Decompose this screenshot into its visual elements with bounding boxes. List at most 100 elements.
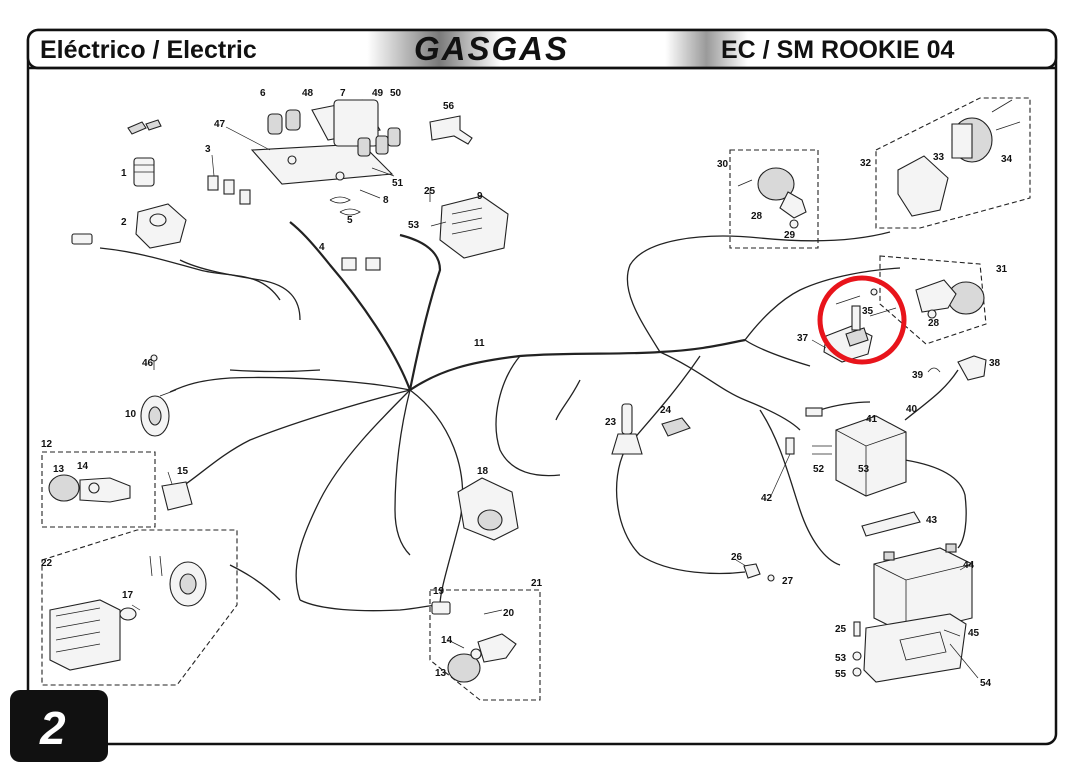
part-46-screw: [150, 354, 158, 370]
part-26-27-ground: [743, 563, 775, 582]
part-53-55-hardware: [852, 621, 862, 677]
part-label-50: 50: [390, 88, 402, 99]
part-13-14-front-indicator: [431, 601, 517, 683]
part-label-12: 12: [41, 439, 53, 450]
part-label-40: 40: [906, 404, 918, 415]
group-32-tail-light: [875, 97, 1031, 229]
part-label-14b: 14: [441, 635, 453, 646]
part-label-9: 9: [477, 191, 483, 202]
part-9-regulator: [429, 188, 509, 259]
part-label-23: 23: [605, 417, 617, 428]
group-22-headlight: [41, 529, 238, 686]
part-label-32: 32: [860, 158, 872, 169]
part-label-21: 21: [531, 578, 543, 589]
header-right-title: EC / SM ROOKIE 04: [721, 36, 954, 64]
part-52-screw: [812, 445, 832, 455]
part-label-35: 35: [862, 306, 874, 317]
part-label-28a: 28: [751, 211, 763, 222]
part-label-41: 41: [866, 414, 878, 425]
part-56-bracket: [429, 115, 473, 145]
part-label-22: 22: [41, 558, 53, 569]
part-label-7: 7: [340, 88, 346, 99]
part-label-55: 55: [835, 669, 847, 680]
part-38-spark-plug-cap: [957, 355, 987, 381]
part-label-37: 37: [797, 333, 809, 344]
part-label-45: 45: [968, 628, 980, 639]
group-30-indicator: [729, 149, 819, 249]
part-label-15: 15: [177, 466, 189, 477]
part-label-34: 34: [1001, 154, 1013, 165]
part-label-53c: 53: [835, 653, 847, 664]
part-24-connector: [661, 417, 691, 437]
part-label-29: 29: [784, 230, 796, 241]
part-label-17: 17: [122, 590, 134, 601]
part-44-battery: [873, 543, 973, 635]
part-label-3: 3: [205, 144, 211, 155]
part-label-48: 48: [302, 88, 314, 99]
group-31-indicator: [879, 255, 987, 345]
part-label-11: 11: [474, 338, 485, 349]
part-label-25b: 25: [835, 624, 847, 635]
part-2-handlebar-switch: [71, 203, 187, 249]
part-43-battery-strap: [861, 511, 921, 537]
part-label-31: 31: [996, 264, 1008, 275]
group-12-rear-indicator: [41, 451, 156, 528]
part-label-42: 42: [761, 493, 773, 504]
part-label-5: 5: [347, 215, 353, 226]
part-label-4: 4: [319, 242, 325, 253]
part-label-53b: 53: [858, 464, 870, 475]
header-left-title: Eléctrico / Electric: [40, 36, 257, 64]
part-label-6: 6: [260, 88, 266, 99]
part-label-56: 56: [443, 101, 455, 112]
part-label-53a: 53: [408, 220, 420, 231]
part-label-1: 1: [121, 168, 127, 179]
part-15-relay: [161, 481, 193, 511]
part-1-switch: [127, 119, 162, 187]
part-label-2: 2: [121, 217, 127, 228]
part-13-14-indicator-lamp: [48, 474, 131, 503]
part-label-52: 52: [813, 464, 825, 475]
part-31-indicator-lamp: [915, 279, 985, 319]
part-label-13a: 13: [53, 464, 65, 475]
leader-lines: [131, 126, 979, 679]
part-45-battery-tray: [863, 613, 967, 683]
part-label-10: 10: [125, 409, 137, 420]
part-33-34-tail-light: [897, 99, 1021, 217]
part-label-20: 20: [503, 608, 515, 619]
part-label-13b: 13: [435, 668, 447, 679]
part-label-30: 30: [717, 159, 729, 170]
part-label-44: 44: [963, 560, 975, 571]
part-label-18: 18: [477, 466, 489, 477]
part-labels: 1 2 3 4 5 6 7 8 9 10 11 12 13 14 15 17 1…: [41, 88, 1013, 689]
part-label-33: 33: [933, 152, 945, 163]
part-label-8: 8: [383, 195, 389, 206]
part-4-connector: [341, 257, 381, 271]
part-23-ignition: [611, 403, 643, 455]
brand-logo: GASGAS: [414, 30, 569, 67]
part-label-39: 39: [912, 370, 924, 381]
part-label-24: 24: [660, 405, 672, 416]
part-label-25a: 25: [424, 186, 436, 197]
part-label-28b: 28: [928, 318, 940, 329]
part-label-27: 27: [782, 576, 794, 587]
part-label-47: 47: [214, 119, 226, 130]
part-label-14a: 14: [77, 461, 89, 472]
part-label-38: 38: [989, 358, 1001, 369]
part-30-indicator-lamp: [737, 167, 807, 229]
part-label-26: 26: [731, 552, 743, 563]
part-3-connectors: [207, 175, 251, 205]
part-39-clip: [927, 367, 941, 373]
part-7-instrument-panel: [250, 99, 401, 216]
part-label-49: 49: [372, 88, 384, 99]
part-42-lead: [785, 437, 795, 455]
part-label-54: 54: [980, 678, 992, 689]
part-18-kill-switch: [457, 477, 519, 541]
part-label-51: 51: [392, 178, 404, 189]
part-label-19: 19: [433, 586, 445, 597]
main-wiring-harness: [99, 221, 967, 612]
page-number: 2: [39, 702, 66, 754]
page-number-badge: 2: [10, 690, 108, 762]
part-label-46: 46: [142, 358, 154, 369]
highlight-circle: [817, 275, 907, 365]
